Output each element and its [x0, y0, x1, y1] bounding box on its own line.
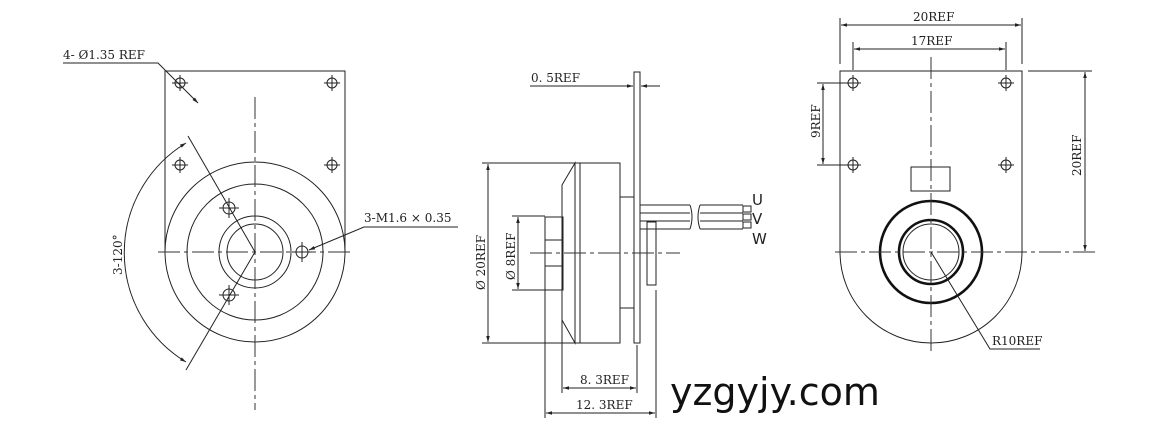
wire-label-w: W	[752, 230, 767, 248]
hole-callout: 4- Ø1.35 REF	[63, 48, 145, 62]
watermark: yzgyjy.com	[670, 370, 880, 414]
wire-label-u: U	[752, 191, 763, 209]
thread-callout: 3-M1.6 × 0.35	[364, 211, 451, 225]
mount-holes	[172, 75, 340, 173]
height-dim: 20REF	[1070, 135, 1084, 176]
radius-dim: R10REF	[992, 334, 1042, 348]
hole-spacing-dim: 9REF	[809, 104, 823, 138]
plate-thickness-dim: 0. 5REF	[531, 71, 580, 85]
wires	[640, 204, 752, 230]
angle-callout: 3-120°	[111, 234, 125, 275]
width-outer-dim: 20REF	[913, 10, 954, 24]
width-holes-dim: 17REF	[911, 34, 952, 48]
thread-holes	[219, 198, 312, 305]
side-view: U V W 0. 5REF Ø 20REF Ø 8REF 8. 3REF 12.…	[474, 71, 767, 418]
rear-view: 20REF 17REF 9REF 20REF R10REF	[809, 10, 1095, 355]
rear-mount-holes	[845, 75, 1014, 173]
length-short-dim: 8. 3REF	[580, 373, 629, 387]
length-long-dim: 12. 3REF	[576, 398, 633, 412]
front-view: 3-120° 4- Ø1.35 REF 3-M1.6 × 0.35	[63, 48, 458, 410]
body-diameter-dim: Ø 20REF	[474, 235, 488, 290]
wire-label-v: V	[752, 210, 763, 228]
shaft-diameter-dim: Ø 8REF	[504, 233, 518, 280]
